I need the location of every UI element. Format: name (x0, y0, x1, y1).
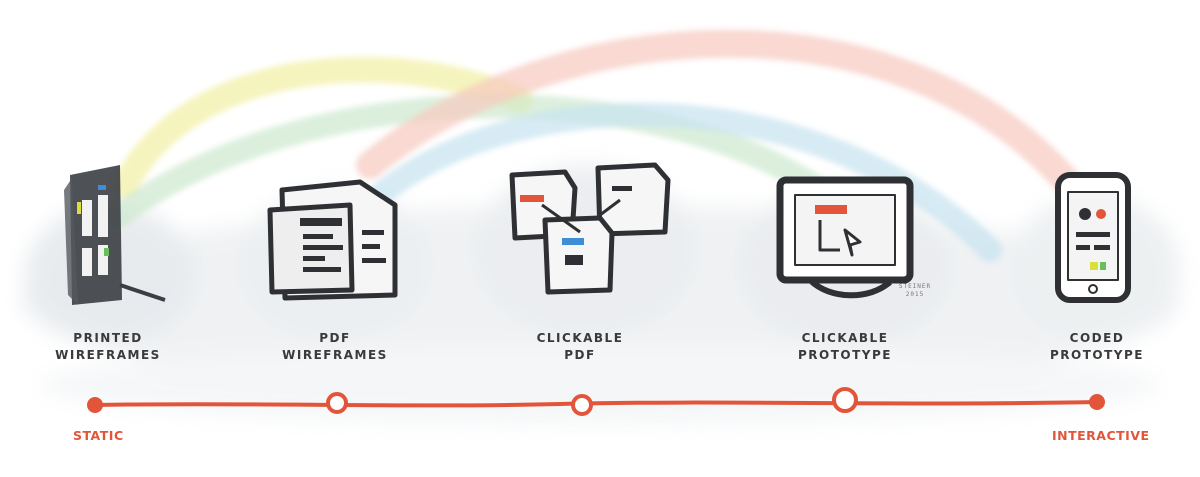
timeline-node-pdf-wireframes (326, 392, 348, 414)
signature-name: STEINER (898, 283, 932, 290)
stage-label-clickable-prototype: CLICKABLE PROTOTYPE (798, 331, 892, 362)
fidelity-timeline (87, 387, 1105, 416)
scale-end-label: INTERACTIVE (1052, 428, 1150, 443)
phone-prototype-icon (1055, 172, 1131, 303)
stage-label-printed-wireframes: PRINTED WIREFRAMES (55, 331, 161, 362)
timeline-node-start (87, 397, 103, 413)
clickable-pdf-icon (509, 162, 671, 295)
arc-red (356, 29, 1084, 199)
stage-label-pdf-wireframes: PDF WIREFRAMES (282, 331, 388, 362)
timeline-node-clickable-prototype (832, 387, 858, 413)
stage-label-clickable-pdf: CLICKABLE PDF (536, 331, 624, 362)
scale-start-label: STATIC (73, 428, 124, 443)
stage-label-coded-prototype: CODED PROTOTYPE (1050, 331, 1144, 362)
pdf-wireframes-icon (267, 179, 398, 301)
printed-wireframes-icon (64, 165, 166, 305)
timeline-node-end (1089, 394, 1105, 410)
timeline-line (93, 400, 1099, 408)
arc-yellow (112, 56, 533, 198)
signature-year: 2015 (905, 291, 925, 298)
timeline-node-clickable-pdf (571, 394, 593, 416)
monitor-prototype-icon (776, 176, 914, 299)
artist-signature: STEINER 2015 (890, 283, 940, 299)
